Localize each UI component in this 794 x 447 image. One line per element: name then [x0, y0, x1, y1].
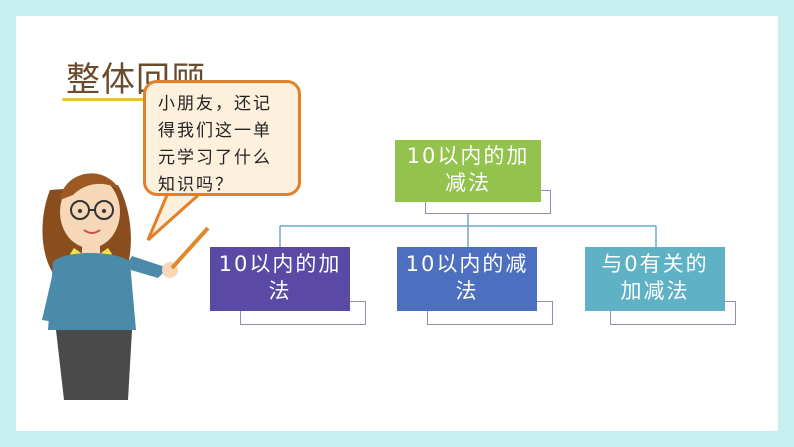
child-node-zero: 与0有关的 加减法	[585, 247, 725, 311]
frame-border-right	[778, 0, 794, 447]
child-node-subtraction: 10以内的减 法	[397, 247, 537, 311]
frame-border-top	[0, 0, 794, 16]
child-node-label: 10以内的加 法	[218, 252, 342, 303]
speech-bubble: 小朋友，还记 得我们这一单 元学习了什么 知识吗？	[143, 80, 301, 196]
root-node: 10以内的加 减法	[395, 140, 541, 202]
teacher-illustration	[42, 173, 210, 400]
title-underline	[62, 98, 217, 101]
frame-border-left	[0, 0, 16, 447]
child-node-label: 与0有关的 加减法	[601, 252, 709, 303]
child-node-addition: 10以内的加 法	[210, 247, 350, 311]
speech-bubble-text: 小朋友，还记 得我们这一单 元学习了什么 知识吗？	[158, 94, 272, 195]
frame-border-bottom	[0, 431, 794, 447]
child-node-label: 10以内的减 法	[405, 252, 529, 303]
root-node-label: 10以内的加 减法	[406, 144, 530, 195]
